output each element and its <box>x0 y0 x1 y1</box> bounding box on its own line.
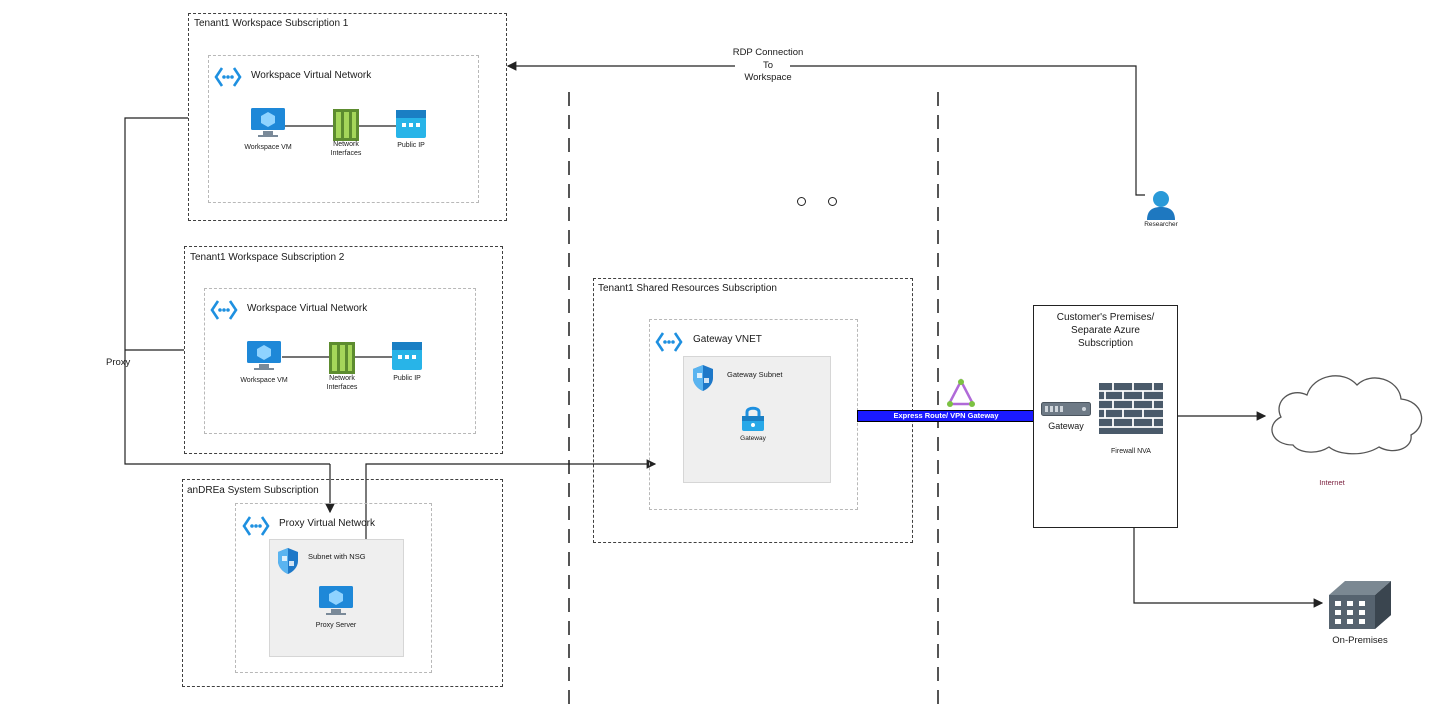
proxy-vnet <box>235 503 432 673</box>
subscription-title: Tenant1 Workspace Subscription 1 <box>194 18 349 29</box>
system-subscription: anDREa System Subscription <box>182 479 503 687</box>
virtual-machine-icon <box>251 108 285 137</box>
researcher-label: Researcher <box>1144 221 1178 228</box>
public-ip-label: Public IP <box>393 375 421 382</box>
vm-label: Workspace VM <box>240 377 288 384</box>
nic-label: Network Interfaces <box>320 140 372 158</box>
proxy-server-label: Proxy Server <box>315 622 357 629</box>
vnet-icon <box>655 332 683 352</box>
nic-label: Network Interfaces <box>316 374 368 392</box>
proxy-label: Proxy <box>106 357 131 368</box>
firewall-icon <box>1099 383 1163 434</box>
handle-circle-left <box>797 197 806 206</box>
proxy-route-line <box>124 117 330 465</box>
network-interface-icon <box>329 342 355 374</box>
rdp-connection-line <box>790 65 1145 196</box>
firewall-label: Firewall NVA <box>1111 448 1151 455</box>
internet-label: Internet <box>1319 478 1345 487</box>
virtual-machine-icon <box>319 586 353 615</box>
workspace-vnet-2 <box>204 288 476 434</box>
vm-label: Workspace VM <box>244 144 292 151</box>
subnet-label: Subnet with NSG <box>308 552 366 561</box>
network-interface-icon <box>333 109 359 141</box>
subscription-title: Tenant1 Shared Resources Subscription <box>598 283 777 294</box>
rdp-line3: Workspace <box>744 72 792 83</box>
vnet-icon <box>214 67 242 87</box>
subscription-title: Tenant1 Workspace Subscription 2 <box>190 252 345 263</box>
nic-label-line2: Interfaces <box>330 150 362 157</box>
on-premises-building-icon <box>1329 581 1391 629</box>
vnet-title: Proxy Virtual Network <box>279 518 375 529</box>
nic-label-line1: Network <box>329 375 355 382</box>
workspace-vnet-1 <box>208 55 479 203</box>
virtual-machine-icon <box>247 341 281 370</box>
public-ip-label: Public IP <box>397 142 425 149</box>
internet-cloud-icon <box>1271 375 1423 455</box>
subscription-title: anDREa System Subscription <box>187 485 319 496</box>
nsg-shield-icon <box>278 548 298 574</box>
gateway-label: Gateway <box>740 435 766 442</box>
premises-title-line2: Separate Azure <box>1071 325 1140 336</box>
on-premises-label: On-Premises <box>1332 635 1388 646</box>
gateway-device-icon <box>1041 402 1091 416</box>
express-route-icon <box>946 378 976 407</box>
express-route-label: Express Route/ VPN Gateway <box>893 411 999 420</box>
vnet-title: Gateway VNET <box>693 334 762 345</box>
rdp-line1: RDP Connection <box>732 47 804 58</box>
vnet-title: Workspace Virtual Network <box>247 303 368 314</box>
gateway-subnet-shield-icon <box>693 365 713 391</box>
gateway-subnet-label: Gateway Subnet <box>727 370 783 379</box>
workspace-subscription-1: Tenant1 Workspace Subscription 1 <box>188 13 507 221</box>
workspace-subscription-2: Tenant1 Workspace Subscription 2 <box>184 246 503 454</box>
rdp-connection-label: RDP Connection To Workspace <box>718 47 818 85</box>
vnet-icon <box>210 300 238 320</box>
public-ip-icon <box>392 342 422 370</box>
premises-title-line3: Subscription <box>1077 338 1134 349</box>
vnet-icon <box>242 516 270 536</box>
premises-title-line1: Customer's Premises/ <box>1056 312 1155 323</box>
rdp-line2: To <box>762 59 774 71</box>
premises-gateway-label: Gateway <box>1048 421 1084 431</box>
vpn-gateway-lock-icon <box>742 406 764 431</box>
researcher-user-icon <box>1147 191 1175 220</box>
nic-label-line1: Network <box>333 141 359 148</box>
handle-circle-right <box>828 197 837 206</box>
nic-label-line2: Interfaces <box>326 384 358 391</box>
premises-title: Customer's Premises/ Separate Azure Subs… <box>1033 311 1178 350</box>
public-ip-icon <box>396 110 426 138</box>
vnet-title: Workspace Virtual Network <box>251 70 372 81</box>
